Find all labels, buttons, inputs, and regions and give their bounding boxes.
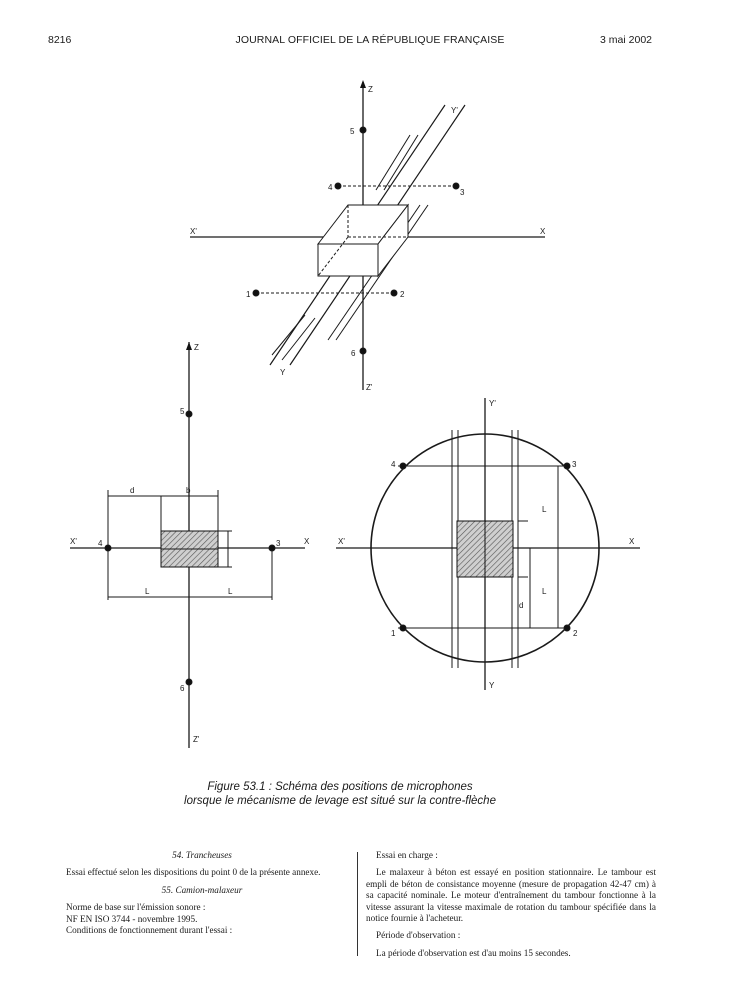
- section-54-heading: 54. Trancheuses: [172, 850, 232, 860]
- section-55-heading: 55. Camion-malaxeur: [161, 884, 243, 895]
- isometric-labels: Z Z' X X' Y' Y 5 4 3 1 2 6: [190, 85, 546, 392]
- page-number: 8216: [48, 34, 72, 46]
- top-label-x-prime: X': [338, 537, 345, 546]
- section-55-line3: Conditions de fonctionnement durant l'es…: [66, 925, 233, 936]
- top-label-4: 4: [391, 460, 396, 469]
- iso-label-y: Y: [280, 368, 286, 377]
- load-test-heading: Essai en charge :: [376, 850, 438, 860]
- front-label-x-prime: X': [70, 537, 77, 546]
- journal-title: JOURNAL OFFICIEL DE LA RÉPUBLIQUE FRANÇA…: [235, 34, 505, 46]
- top-label-3: 3: [572, 460, 577, 469]
- iso-label-6: 6: [351, 349, 356, 358]
- top-dim-d: d: [519, 601, 523, 610]
- top-label-y: Y: [489, 681, 495, 690]
- front-dim-b: b: [186, 486, 191, 495]
- top-label-1: 1: [391, 629, 396, 638]
- iso-label-z-prime: Z': [366, 383, 373, 392]
- front-label-z: Z: [194, 343, 199, 352]
- iso-label-5: 5: [350, 127, 355, 136]
- front-dim-d: d: [130, 486, 134, 495]
- iso-label-3: 3: [460, 188, 465, 197]
- top-dim-L1: L: [542, 505, 547, 514]
- top-label-x: X: [629, 537, 635, 546]
- top-label-y-prime: Y': [489, 399, 496, 408]
- load-test-text: Le malaxeur à béton est essayé en positi…: [366, 867, 656, 924]
- figure-caption-line2: lorsque le mécanisme de levage est situé…: [184, 795, 496, 807]
- front-label-x: X: [304, 537, 310, 546]
- front-elevation-labels: Z Z' X X' 5 4 3 6 d b L L: [70, 343, 310, 744]
- iso-label-1: 1: [246, 290, 251, 299]
- top-label-2: 2: [573, 629, 578, 638]
- front-label-5: 5: [180, 407, 185, 416]
- top-dim-L2: L: [542, 587, 547, 596]
- front-label-6: 6: [180, 684, 185, 693]
- front-label-4: 4: [98, 539, 103, 548]
- section-54-text: Essai effectué selon les dispositions du…: [66, 867, 321, 878]
- front-label-z-prime: Z': [193, 735, 200, 744]
- top-view-diagram: [336, 398, 640, 690]
- figure-caption-line1: Figure 53.1 : Schéma des positions de mi…: [207, 781, 473, 793]
- iso-label-y-prime: Y': [451, 106, 458, 115]
- observation-period-text: La période d'observation est d'au moins …: [376, 947, 571, 958]
- iso-label-x: X: [540, 227, 546, 236]
- right-column: Essai en charge : Le malaxeur à béton es…: [366, 850, 656, 959]
- top-view-labels: X X' Y' Y 4 3 1 2 L L d: [338, 399, 635, 690]
- section-55-line1: Norme de base sur l'émission sonore :: [66, 902, 206, 913]
- left-column: 54. Trancheuses Essai effectué selon les…: [56, 850, 348, 936]
- iso-label-z: Z: [368, 85, 373, 94]
- iso-label-4: 4: [328, 183, 333, 192]
- column-divider: [357, 852, 358, 956]
- front-elevation-diagram: [70, 342, 305, 748]
- iso-label-x-prime: X': [190, 227, 197, 236]
- isometric-diagram: [190, 80, 545, 390]
- observation-period-heading: Période d'observation :: [376, 930, 461, 941]
- front-dim-L1: L: [145, 587, 150, 596]
- issue-date: 3 mai 2002: [600, 34, 652, 46]
- section-55-line2: NF EN ISO 3744 - novembre 1995.: [66, 913, 198, 924]
- iso-label-2: 2: [400, 290, 405, 299]
- front-dim-L2: L: [228, 587, 233, 596]
- front-label-3: 3: [276, 539, 281, 548]
